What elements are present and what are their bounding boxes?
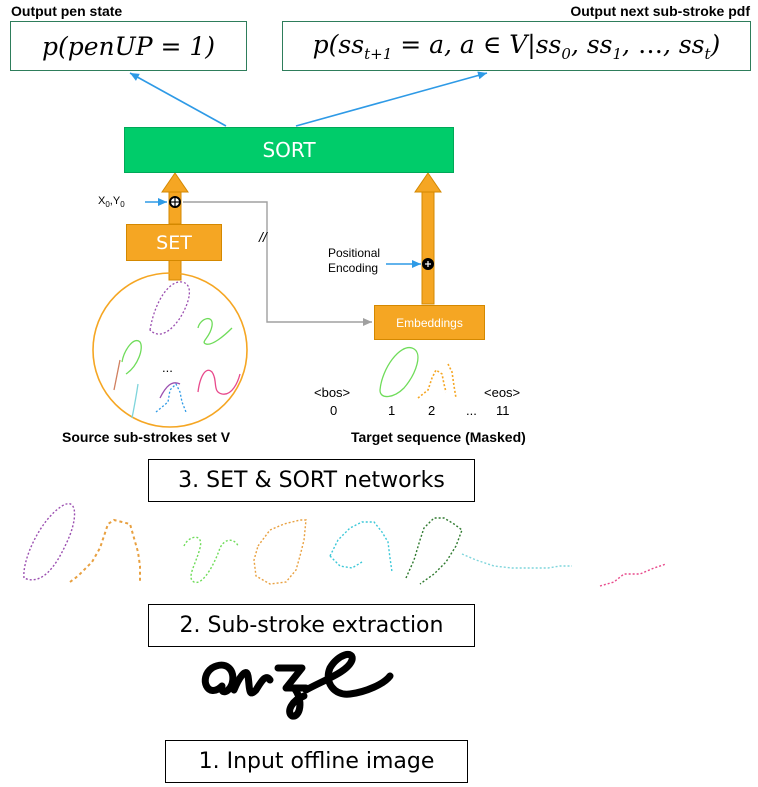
target-sequence-caption: Target sequence (Masked) bbox=[351, 429, 526, 445]
token-bos: <bos> bbox=[314, 385, 351, 400]
source-set-ellipsis: ... bbox=[162, 360, 173, 375]
index-ellipsis: ... bbox=[466, 403, 477, 418]
pen-state-label: Output pen state bbox=[11, 3, 123, 19]
source-set-circle bbox=[92, 272, 248, 428]
stage2-label: 2. Sub-stroke extraction bbox=[179, 613, 444, 638]
pen-up-box: p(penUP = 1) bbox=[10, 21, 247, 71]
next-pdf-formula: p(sst+1 = a, a ∈ V|ss0, ss1, …, sst) bbox=[312, 29, 721, 63]
plus-icon bbox=[422, 258, 434, 270]
embeddings-label: Embeddings bbox=[396, 315, 463, 330]
source-set-caption: Source sub-strokes set V bbox=[62, 429, 231, 445]
stage1-box: 1. Input offline image bbox=[165, 740, 468, 783]
oplus-icon bbox=[169, 196, 181, 208]
sort-label: SORT bbox=[262, 138, 316, 162]
set-label: SET bbox=[156, 231, 192, 254]
sort-network-block: SORT bbox=[124, 127, 454, 173]
stage2-box: 2. Sub-stroke extraction bbox=[148, 604, 475, 647]
stage3-box: 3. SET & SORT networks bbox=[148, 459, 475, 502]
next-pdf-box: p(sst+1 = a, a ∈ V|ss0, ss1, …, sst) bbox=[282, 21, 751, 71]
index-1: 1 bbox=[388, 403, 396, 418]
pen-up-formula: p(penUP = 1) bbox=[41, 31, 216, 61]
source-substroke-glyphs bbox=[113, 281, 241, 419]
target-sequence-glyphs bbox=[379, 347, 457, 399]
arrow-sort-to-pdf bbox=[295, 71, 488, 127]
index-0: 0 bbox=[330, 403, 338, 418]
handwriting-image bbox=[201, 650, 394, 720]
arrow-sort-to-penup bbox=[129, 72, 227, 127]
stage3-label: 3. SET & SORT networks bbox=[178, 468, 445, 493]
embeddings-to-sort-arrow bbox=[414, 172, 442, 305]
skip-connection-arrow bbox=[183, 201, 372, 326]
stage2-substroke-glyphs bbox=[23, 503, 667, 587]
x0y0-label: X0,Y0 bbox=[98, 195, 125, 210]
detach-mark: // bbox=[259, 229, 267, 245]
positional-encoding-line1: Positional bbox=[328, 246, 381, 260]
positional-encoding-line2: Encoding bbox=[328, 261, 379, 275]
next-substroke-label: Output next sub-stroke pdf bbox=[570, 3, 750, 19]
index-2: 2 bbox=[428, 403, 436, 418]
index-11: 11 bbox=[496, 403, 510, 418]
token-eos: <eos> bbox=[484, 385, 521, 400]
set-network-block: SET bbox=[126, 224, 222, 261]
embeddings-block: Embeddings bbox=[374, 305, 485, 340]
stage1-label: 1. Input offline image bbox=[198, 749, 435, 774]
